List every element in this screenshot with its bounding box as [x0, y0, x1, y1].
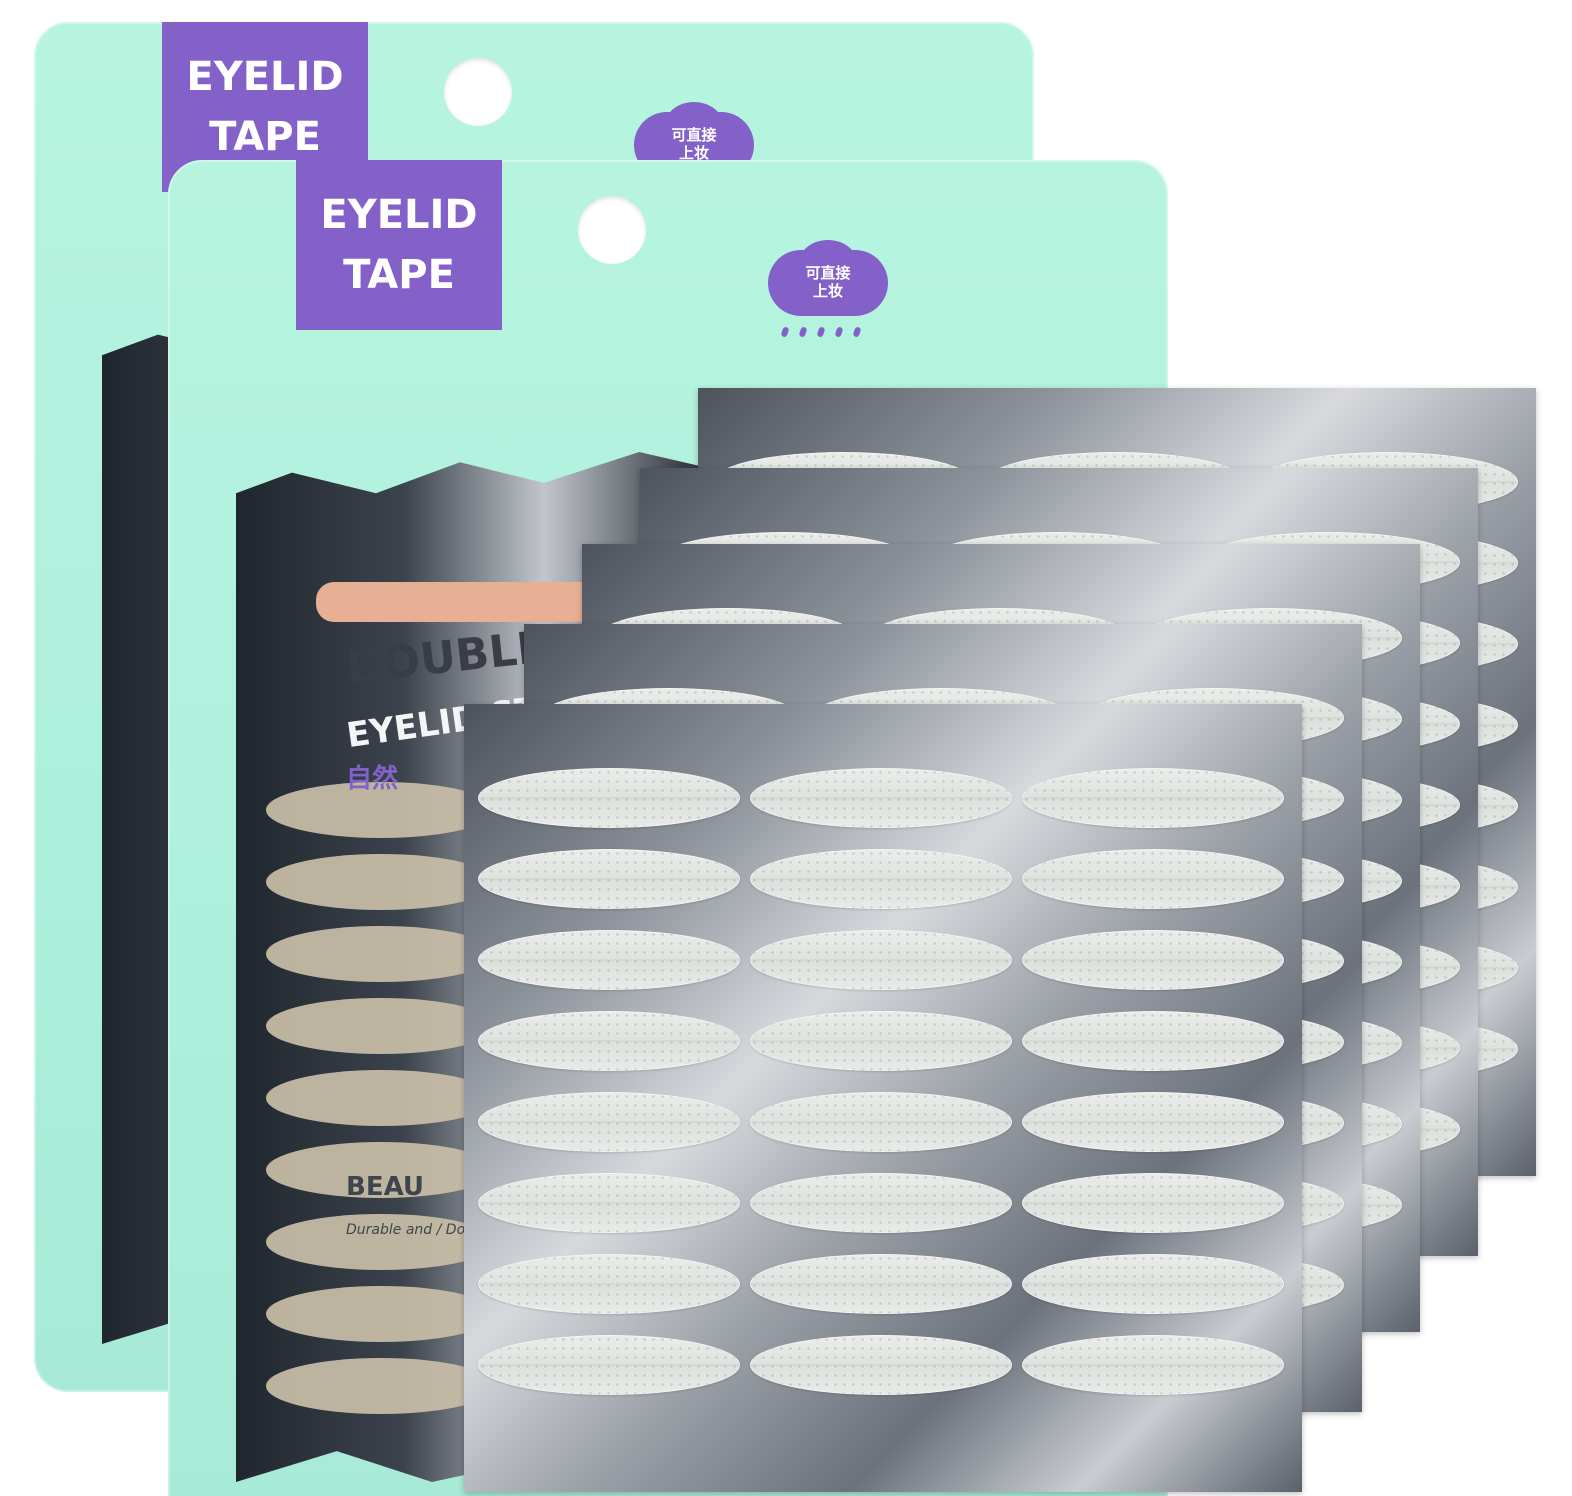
- cloud-text-line2: 上妆: [812, 282, 843, 300]
- inner-tape-strip: [266, 1358, 496, 1414]
- tape-strip: [750, 1173, 1012, 1233]
- tape-strip: [1022, 930, 1284, 990]
- inner-tape-strip: [266, 1142, 496, 1198]
- tape-strip: [1022, 768, 1284, 828]
- hang-hole: [578, 196, 646, 264]
- package-label-line2: TAPE: [209, 114, 321, 160]
- inner-tape-strip: [266, 782, 496, 838]
- rain-drops-icon: [780, 322, 882, 342]
- package-label-line2: TAPE: [343, 252, 455, 298]
- cloud-text-line2: 上妆: [678, 144, 709, 162]
- inner-tape-strip: [266, 998, 496, 1054]
- tape-strip: [750, 1254, 1012, 1314]
- cloud-text: 可直接 上妆: [634, 126, 754, 162]
- tape-strip: [1022, 1011, 1284, 1071]
- tape-strip: [478, 1092, 740, 1152]
- package-label: EYELID TAPE: [296, 160, 502, 330]
- tape-strip: [478, 930, 740, 990]
- tape-strip: [478, 849, 740, 909]
- tape-strip: [478, 1173, 740, 1233]
- tape-strip: [1022, 1092, 1284, 1152]
- tape-strip: [750, 768, 1012, 828]
- package-label-line1: EYELID: [320, 192, 478, 238]
- inner-tape-strip: [266, 854, 496, 910]
- inner-tape-strip: [266, 1070, 496, 1126]
- tape-sheet: [464, 704, 1302, 1492]
- inner-strips: [266, 562, 506, 1422]
- inner-card-text-4: BEAU: [346, 1172, 425, 1202]
- inner-card-text-3: 自然: [346, 764, 399, 794]
- cloud-text-line1: 可直接: [671, 126, 717, 144]
- hang-hole: [444, 58, 512, 126]
- tape-strip: [1022, 1173, 1284, 1233]
- cloud-text: 可直接 上妆: [768, 264, 888, 300]
- tape-strip: [750, 849, 1012, 909]
- tape-strip: [1022, 849, 1284, 909]
- tape-strip: [478, 1335, 740, 1395]
- cloud-icon: 可直接 上妆: [768, 240, 888, 338]
- tape-strip: [750, 930, 1012, 990]
- tape-strip: [478, 1011, 740, 1071]
- tape-strip: [478, 1254, 740, 1314]
- inner-tape-strip: [266, 1286, 496, 1342]
- tape-strip: [1022, 1335, 1284, 1395]
- tape-strip: [750, 1011, 1012, 1071]
- tape-strip: [750, 1335, 1012, 1395]
- inner-tape-strip: [266, 1214, 496, 1270]
- inner-tape-strip: [266, 926, 496, 982]
- cloud-text-line1: 可直接: [805, 264, 851, 282]
- package-label-line1: EYELID: [186, 54, 344, 100]
- tape-strip: [750, 1092, 1012, 1152]
- tape-strip: [478, 768, 740, 828]
- tape-strip: [1022, 1254, 1284, 1314]
